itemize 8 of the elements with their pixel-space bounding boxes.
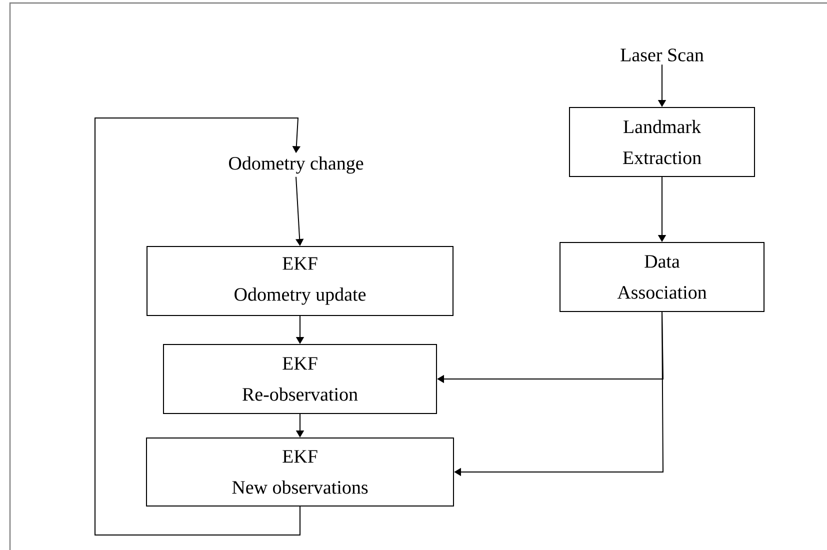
input-text: Laser Scan [620,48,704,62]
process-box: EKF Re-observation [163,344,437,414]
input-text: Odometry change [229,156,364,174]
process-box: Landmark Extraction [569,107,755,177]
process-box: Data Association [560,242,764,312]
arrow [94,118,301,536]
process-box: EKF Odometry update [146,246,454,316]
process-box: EKF New observations [146,438,454,506]
